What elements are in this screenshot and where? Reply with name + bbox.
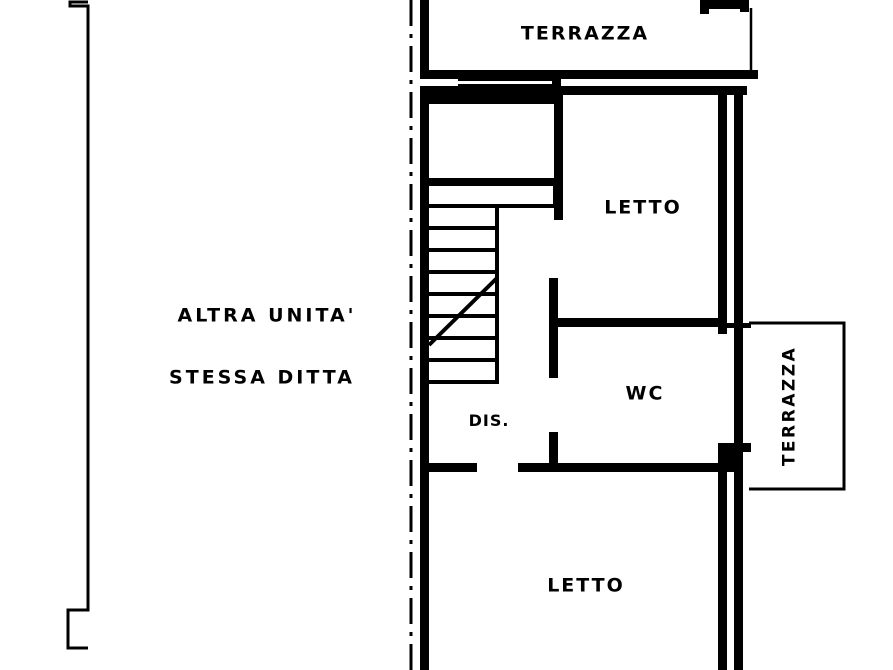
left-boundary-line	[66, 0, 90, 650]
stair-treads	[429, 182, 555, 384]
dis-corridor-walls	[429, 463, 734, 472]
room-label-terrazza-right: TERRAZZA	[779, 345, 800, 467]
terrazza-right-connector	[718, 320, 751, 465]
terrazza-top-walls	[420, 0, 758, 95]
room-label-terrazza-top: TERRAZZA	[520, 22, 650, 45]
letto-lower-walls	[420, 443, 743, 670]
room-label-letto-lower: LETTO	[547, 574, 625, 597]
room-label-letto-upper: LETTO	[604, 196, 682, 219]
room-label-wc: WC	[625, 382, 665, 405]
letto-upper-walls	[420, 86, 743, 470]
stair-direction-break-line	[427, 276, 499, 347]
wc-partition-walls	[549, 278, 569, 472]
room-label-dis: DIS.	[468, 411, 510, 430]
annotation-altra-unita: ALTRA UNITA'	[177, 304, 357, 327]
terrazza-right-walls	[749, 321, 846, 491]
staircase	[427, 178, 557, 384]
stair-side-rails	[495, 178, 557, 384]
annotation-stessa-ditta: STESSA DITTA	[169, 366, 355, 389]
